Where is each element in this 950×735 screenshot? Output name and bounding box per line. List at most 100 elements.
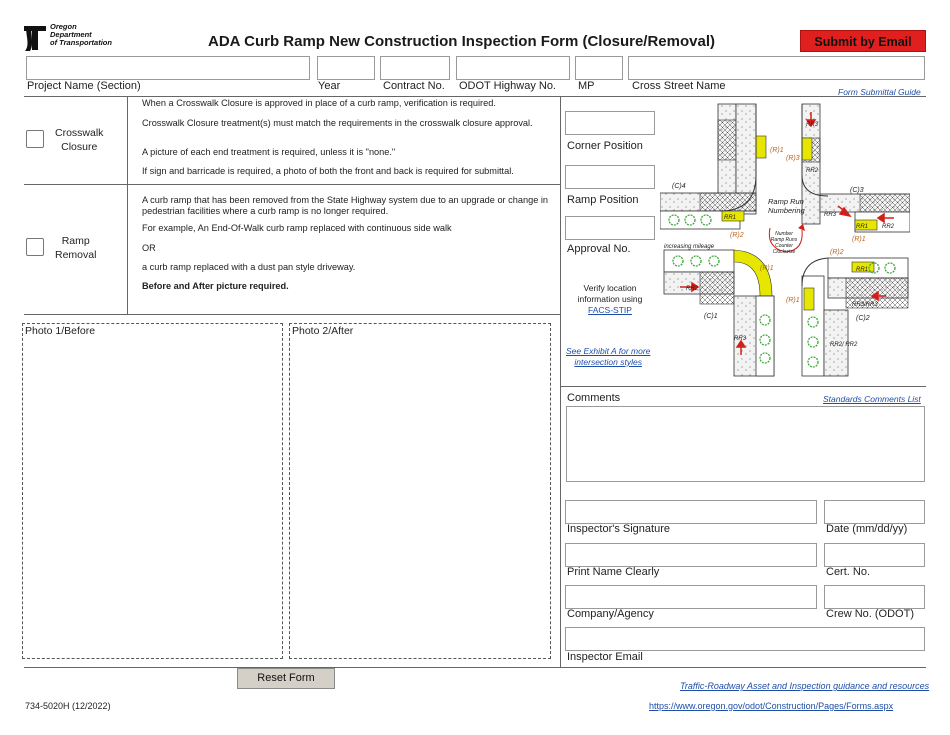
ramp-yellow	[803, 287, 815, 311]
date-label: Date (mm/dd/yy)	[826, 523, 908, 535]
date-field[interactable]	[824, 500, 925, 524]
crew-no-label: Crew No. (ODOT)	[826, 608, 914, 620]
divider	[24, 184, 560, 185]
crosswalk-closure-checkbox[interactable]	[26, 130, 44, 148]
company-field[interactable]	[565, 585, 817, 609]
crosswalk-label-line: Crosswalk	[55, 127, 104, 139]
submit-by-email-button[interactable]: Submit by Email	[800, 30, 926, 52]
crosswalk-instruction: If sign and barricade is required, a pho…	[142, 166, 514, 176]
ramp-removal-instruction: a curb ramp replaced with a dust pan sty…	[142, 262, 356, 272]
facs-stip-link[interactable]: FACS-STIP	[588, 305, 632, 315]
ramp-removal-instruction: A curb ramp that has been removed from t…	[142, 195, 549, 216]
hatched-block	[859, 193, 911, 213]
label-rr3: RR3	[734, 336, 747, 342]
exhibit-link-line[interactable]: intersection styles	[574, 357, 642, 367]
inspector-email-label: Inspector Email	[567, 651, 643, 663]
intersection-diagram: (C)4 (C)3 (C)1 (C)2 (R)1 (R)3 (R)2 (R)1 …	[659, 103, 911, 377]
year-field[interactable]	[317, 56, 375, 80]
label-rr3rr3: RR3/RR3	[852, 302, 878, 308]
cross-street-label: Cross Street Name	[632, 80, 726, 92]
label-rr2: RR2	[686, 286, 699, 292]
verify-location-text: Verify location information using FACS-S…	[563, 283, 657, 316]
ramp-run-title: Numbering	[768, 206, 806, 215]
label-rr1: RR1	[856, 267, 868, 273]
label-r3: (R)3	[786, 155, 800, 162]
photo-before-box[interactable]: Photo 1/Before	[22, 323, 283, 659]
divider	[560, 386, 926, 387]
project-name-label: Project Name (Section)	[27, 80, 141, 92]
print-name-field[interactable]	[565, 543, 817, 567]
ramp-numbering-diagram: (C)4 (C)3 (C)1 (C)2 (R)1 (R)3 (R)2 (R)1 …	[659, 100, 911, 380]
ramp-yellow	[854, 219, 878, 231]
ramp-position-label: Ramp Position	[567, 194, 639, 206]
label-c2: (C)2	[856, 315, 870, 322]
reset-form-button[interactable]: Reset Form	[237, 668, 335, 689]
ramp-yellow	[755, 135, 767, 159]
photo-after-label: Photo 2/After	[292, 325, 354, 337]
exhibit-a-link[interactable]: See Exhibit A for more intersection styl…	[566, 346, 650, 368]
form-submittal-guide-link[interactable]: Form Submittal Guide	[838, 87, 921, 97]
label-c3: (C)3	[850, 187, 864, 194]
crew-no-field[interactable]	[824, 585, 925, 609]
label-rr2rr2: RR2/ RR2	[830, 342, 858, 348]
ramp-yellow	[733, 249, 773, 297]
center-note: Clockwise	[773, 249, 796, 255]
project-name-field[interactable]	[26, 56, 310, 80]
contract-no-label: Contract No.	[383, 80, 445, 92]
comments-field[interactable]	[566, 406, 925, 482]
verify-text-line: Verify location	[583, 283, 637, 293]
ramp-removal-checkbox[interactable]	[26, 238, 44, 256]
ramp-yellow	[851, 261, 875, 273]
crosswalk-closure-label: Crosswalk Closure	[55, 126, 103, 154]
label-rr2: RR2	[882, 224, 895, 230]
inspector-signature-field[interactable]	[565, 500, 817, 524]
guidance-link[interactable]: Traffic-Roadway Asset and Inspection gui…	[680, 681, 930, 691]
ramp-position-field[interactable]	[565, 165, 655, 189]
corner-position-field[interactable]	[565, 111, 655, 135]
divider	[24, 667, 926, 668]
sidewalk-block	[663, 249, 735, 273]
center-note: Ramp Runs	[771, 237, 798, 243]
label-rr1: RR1	[724, 215, 736, 221]
divider	[560, 96, 561, 668]
company-label: Company/Agency	[567, 608, 654, 620]
hatched-block	[717, 119, 737, 161]
label-c1: (C)1	[704, 313, 718, 320]
page-title: ADA Curb Ramp New Construction Inspectio…	[208, 33, 715, 50]
highway-no-field[interactable]	[456, 56, 570, 80]
sidewalk-block	[823, 309, 849, 377]
ramp-run-title: Ramp Run	[768, 197, 804, 206]
crosswalk-instruction: When a Crosswalk Closure is approved in …	[142, 98, 496, 108]
ramp-removal-label: Ramp Removal	[55, 234, 96, 262]
inspector-signature-label: Inspector's Signature	[567, 523, 670, 535]
increasing-mileage-label: increasing mileage	[664, 244, 715, 250]
center-note: Counter	[775, 243, 793, 249]
photo-before-label: Photo 1/Before	[25, 325, 96, 337]
divider	[24, 96, 926, 97]
divider	[127, 96, 128, 314]
forms-url-link[interactable]: https://www.oregon.gov/odot/Construction…	[649, 701, 894, 711]
highway-no-label: ODOT Highway No.	[459, 80, 556, 92]
mp-label: MP	[578, 80, 595, 92]
label-r1: (R)1	[770, 147, 784, 154]
ramp-label-line: Removal	[55, 249, 97, 261]
cross-street-field[interactable]	[628, 56, 925, 80]
photo-after-box[interactable]: Photo 2/After	[289, 323, 551, 659]
inspector-email-field[interactable]	[565, 627, 925, 651]
ramp-yellow	[721, 210, 745, 222]
form-id: 734-5020H (12/2022)	[25, 701, 111, 711]
approval-no-field[interactable]	[565, 216, 655, 240]
cert-no-field[interactable]	[824, 543, 925, 567]
approval-no-label: Approval No.	[567, 243, 631, 255]
ramp-removal-instruction: Before and After picture required.	[142, 281, 289, 291]
standards-comments-link[interactable]: Standards Comments List	[823, 394, 921, 404]
center-note: Number	[775, 231, 793, 237]
exhibit-link-line[interactable]: See Exhibit A for more	[566, 346, 651, 356]
label-c4: (C)4	[672, 183, 686, 190]
mp-field[interactable]	[575, 56, 623, 80]
logo-text-line: Oregon	[50, 22, 77, 31]
logo-text-line: of Transportation	[50, 38, 112, 47]
label-r1: (R)1	[852, 236, 866, 243]
contract-no-field[interactable]	[380, 56, 450, 80]
crosswalk-instruction: Crosswalk Closure treatment(s) must matc…	[142, 118, 533, 128]
